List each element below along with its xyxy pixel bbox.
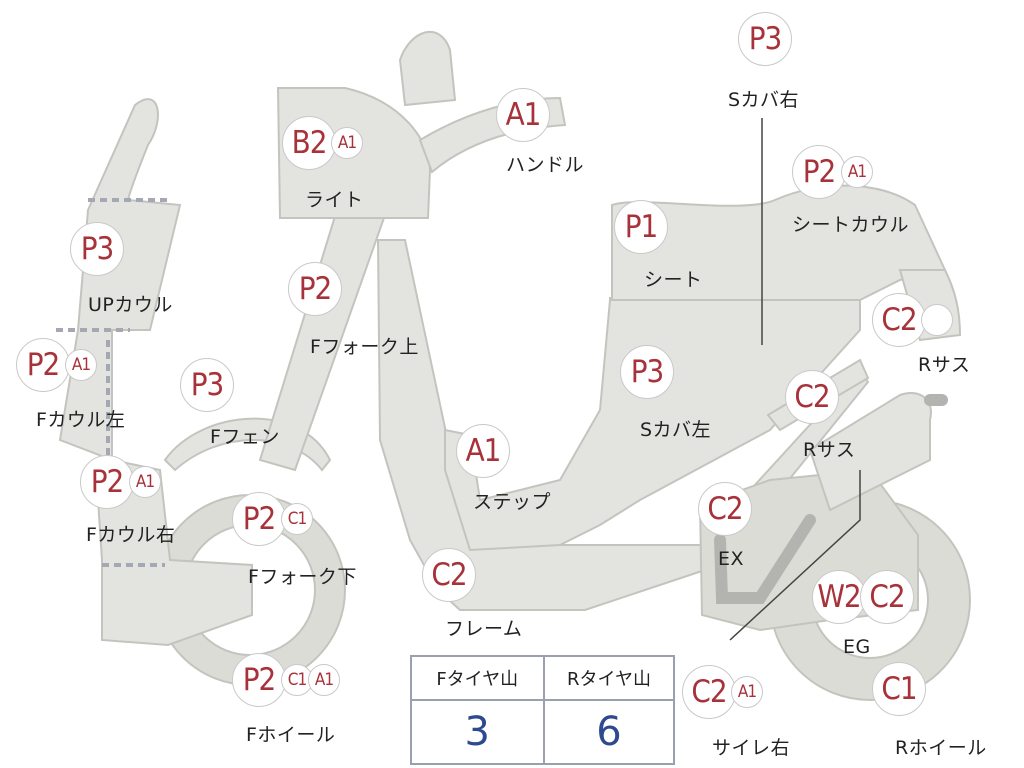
code-badge: P3 xyxy=(180,358,234,412)
code-badge: A1 xyxy=(65,349,97,381)
part-f-fender-label: Fフェン xyxy=(210,426,280,448)
rear-tire-value: 6 xyxy=(596,709,622,755)
part-f-cowl-right-codes[interactable]: P2 A1 xyxy=(80,455,161,509)
front-tire-value: 3 xyxy=(464,709,490,755)
part-f-fender-codes[interactable]: P3 xyxy=(180,358,234,412)
code-badge: A1 xyxy=(841,156,873,188)
exhaust-pipe-shape xyxy=(714,514,816,604)
part-f-cowl-left-codes[interactable]: P2 A1 xyxy=(16,338,97,392)
part-light-codes[interactable]: B2 A1 xyxy=(282,116,363,170)
code-badge: P2 xyxy=(792,145,846,199)
part-r-fender-label: Rサス xyxy=(918,354,971,376)
part-exhaust-codes[interactable]: C2 xyxy=(698,482,752,536)
code-badge: A1 xyxy=(731,676,763,708)
part-f-fork-lower-label: Fフォーク下 xyxy=(248,566,357,588)
code-badge: C2 xyxy=(682,665,736,719)
body-panel-shape xyxy=(444,253,861,552)
part-up-cowl-label: UPカウル xyxy=(88,294,173,316)
front-tire-header: Fタイヤ山 xyxy=(412,657,543,701)
code-badge: C2 xyxy=(698,482,752,536)
part-step-codes[interactable]: A1 xyxy=(456,424,510,478)
code-badge: A1 xyxy=(331,127,363,159)
part-f-fork-upper-label: Fフォーク上 xyxy=(310,336,419,358)
code-badge: W2 xyxy=(812,570,866,624)
code-badge: A1 xyxy=(456,424,510,478)
part-r-suspension-label: Rサス xyxy=(803,439,856,461)
code-badge: A1 xyxy=(308,664,340,696)
part-r-wheel-codes[interactable]: C1 xyxy=(872,662,926,716)
part-step-label: ステップ xyxy=(473,491,552,513)
code-badge: C1 xyxy=(872,662,926,716)
tire-tread-table: Fタイヤ山 Rタイヤ山 3 6 xyxy=(410,655,675,765)
part-handle-codes[interactable]: A1 xyxy=(496,88,550,142)
rear-tire-header: Rタイヤ山 xyxy=(545,657,673,701)
part-seat-codes[interactable]: P1 xyxy=(614,200,668,254)
code-badge: C1 xyxy=(281,664,313,696)
code-badge: C2 xyxy=(785,370,839,424)
part-up-cowl-codes[interactable]: P3 xyxy=(70,222,124,276)
part-f-wheel-label: Fホイール xyxy=(246,724,336,746)
code-badge: C1 xyxy=(281,503,313,535)
part-frame-codes[interactable]: C2 xyxy=(422,548,476,602)
part-r-wheel-label: Rホイール xyxy=(895,737,987,759)
code-badge: P3 xyxy=(70,222,124,276)
part-s-cover-right-codes[interactable]: P3 xyxy=(738,12,792,66)
part-seat-cowl-label: シートカウル xyxy=(792,214,910,236)
part-f-fork-lower-codes[interactable]: P2 C1 xyxy=(232,492,313,546)
part-light-label: ライト xyxy=(305,189,364,211)
part-f-wheel-codes[interactable]: P2 C1 A1 xyxy=(232,653,340,707)
windscreen-shape xyxy=(398,30,457,107)
part-r-suspension-codes[interactable]: C2 xyxy=(785,370,839,424)
code-badge xyxy=(921,304,953,336)
code-badge: P2 xyxy=(16,338,70,392)
code-badge: P2 xyxy=(80,455,134,509)
code-badge: C2 xyxy=(872,293,926,347)
code-badge: P2 xyxy=(288,262,342,316)
part-f-cowl-right-label: Fカウル右 xyxy=(86,524,176,546)
code-badge: C2 xyxy=(860,570,914,624)
part-f-cowl-left-label: Fカウル左 xyxy=(36,409,126,431)
part-s-cover-left-label: Sカバ左 xyxy=(640,419,712,441)
code-badge: P2 xyxy=(232,492,286,546)
part-silencer-right-label: サイレ右 xyxy=(712,737,791,759)
code-badge: C2 xyxy=(422,548,476,602)
part-frame-label: フレーム xyxy=(445,618,523,640)
code-badge: P3 xyxy=(738,12,792,66)
part-seat-cowl-codes[interactable]: P2 A1 xyxy=(792,145,873,199)
code-badge: A1 xyxy=(496,88,550,142)
part-silencer-right-codes[interactable]: C2 A1 xyxy=(682,665,763,719)
part-engine-label: EG xyxy=(843,636,871,658)
table-divider xyxy=(543,657,545,763)
part-s-cover-left-codes[interactable]: P3 xyxy=(620,345,674,399)
code-badge: B2 xyxy=(282,116,336,170)
part-exhaust-label: EX xyxy=(718,548,745,570)
part-engine-codes[interactable]: W2 C2 xyxy=(812,570,914,624)
code-badge: A1 xyxy=(129,466,161,498)
part-r-fender-codes[interactable]: C2 xyxy=(872,293,953,347)
part-f-fork-upper-codes[interactable]: P2 xyxy=(288,262,342,316)
part-handle-label: ハンドル xyxy=(506,154,585,176)
part-seat-label: シート xyxy=(644,269,703,291)
code-badge: P1 xyxy=(614,200,668,254)
code-badge: P2 xyxy=(232,653,286,707)
seat-shape xyxy=(611,184,947,301)
part-s-cover-right-label: Sカバ右 xyxy=(728,89,800,111)
code-badge: P3 xyxy=(620,345,674,399)
